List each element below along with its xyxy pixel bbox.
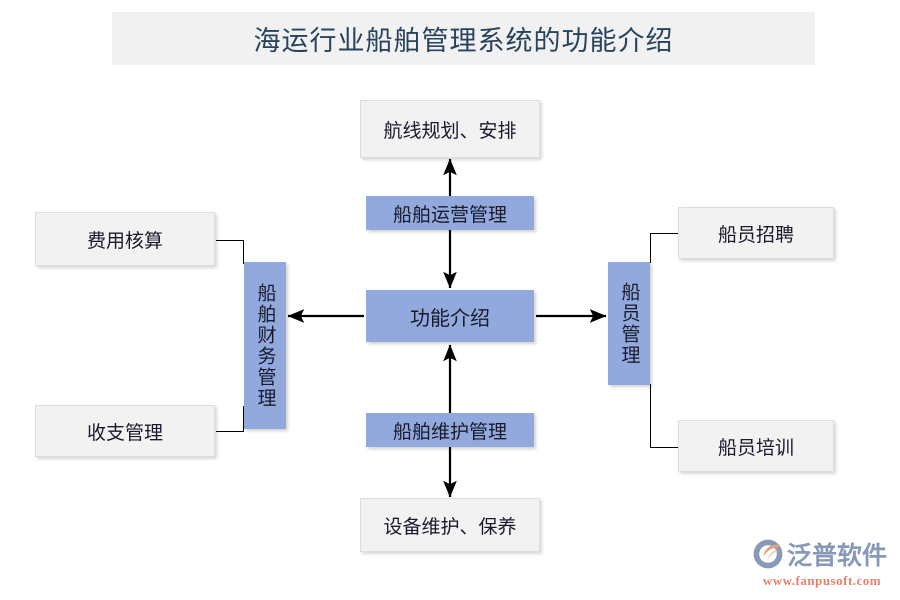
node-income-expense-management-label: 收支管理 xyxy=(86,422,163,444)
node-cost-accounting-label: 费用核算 xyxy=(86,230,163,252)
connector-line-cost-accounting-v xyxy=(243,240,244,264)
connector-line-income-expense-h xyxy=(216,431,244,432)
node-crew-management[interactable]: 船员管理 xyxy=(608,262,650,385)
node-center-function-overview-label: 功能介绍 xyxy=(410,307,490,330)
node-cost-accounting[interactable]: 费用核算 xyxy=(35,212,215,266)
node-equipment-maintenance-label: 设备维护、保养 xyxy=(383,516,517,538)
node-route-planning[interactable]: 航线规划、安排 xyxy=(360,100,540,158)
node-center-function-overview[interactable]: 功能介绍 xyxy=(366,290,534,342)
node-crew-training[interactable]: 船员培训 xyxy=(678,420,834,472)
node-ship-finance-management[interactable]: 船舶财务管理 xyxy=(244,262,286,429)
node-crew-recruitment[interactable]: 船员招聘 xyxy=(678,207,834,259)
node-ship-maintenance-management[interactable]: 船舶维护管理 xyxy=(366,413,534,447)
brand-url: www.fanpusoft.com xyxy=(762,573,882,588)
node-crew-recruitment-label: 船员招聘 xyxy=(717,224,794,246)
fanpu-circle-swoosh-icon xyxy=(753,539,783,569)
brand-watermark: 泛普软件 www.fanpusoft.com xyxy=(752,536,892,592)
node-crew-management-label: 船员管理 xyxy=(618,281,640,366)
node-crew-training-label: 船员培训 xyxy=(717,437,794,459)
title-banner: 海运行业船舶管理系统的功能介绍 xyxy=(112,12,815,65)
connector-line-cost-accounting-h xyxy=(216,240,244,241)
node-ship-finance-management-label: 船舶财务管理 xyxy=(254,282,276,409)
page-title: 海运行业船舶管理系统的功能介绍 xyxy=(253,26,674,56)
node-ship-maintenance-management-label: 船舶维护管理 xyxy=(392,421,507,443)
node-route-planning-label: 航线规划、安排 xyxy=(383,120,517,142)
connector-line-income-expense-v xyxy=(243,406,244,432)
connector-line-crew-training-h xyxy=(650,447,678,448)
connector-line-crew-recruit-v xyxy=(650,233,651,263)
connector-line-crew-recruit-h xyxy=(650,233,678,234)
node-income-expense-management[interactable]: 收支管理 xyxy=(35,405,215,457)
connector-line-crew-training-v xyxy=(650,384,651,448)
node-ship-operations-management[interactable]: 船舶运营管理 xyxy=(366,196,534,230)
brand-name: 泛普软件 xyxy=(787,542,888,570)
node-ship-operations-management-label: 船舶运营管理 xyxy=(392,204,507,226)
node-equipment-maintenance[interactable]: 设备维护、保养 xyxy=(360,498,540,552)
